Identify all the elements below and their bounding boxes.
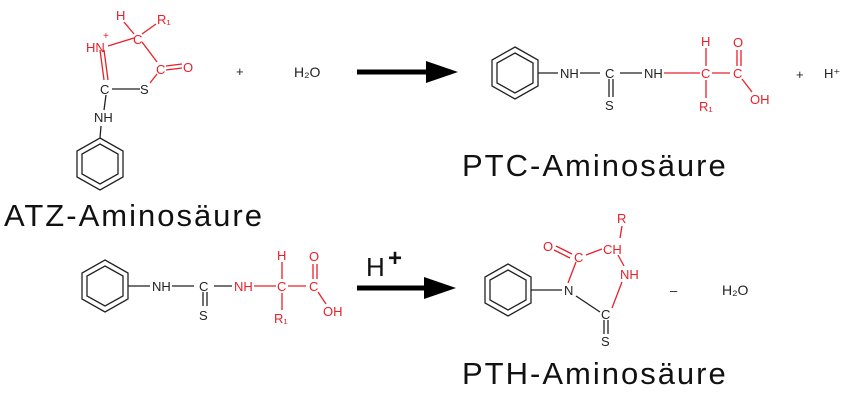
atz-h-label: H (116, 8, 125, 23)
ptc-top-cacid-label: C (733, 66, 742, 81)
reaction1-arrow-icon (357, 61, 458, 83)
atz-calpha-label: C (133, 32, 142, 47)
pth-ccarbonyl-label: C (574, 250, 583, 265)
ptc-top-oh-label: OH (750, 92, 770, 107)
reaction1-water: H₂O (294, 64, 321, 80)
ptc-bottom-nh2-label: NH (234, 279, 253, 294)
atz-bond-calpha-r1 (141, 23, 157, 35)
atz-bond-nh-ring (99, 125, 102, 139)
atz-nh-label: NH (94, 110, 113, 125)
ptc-top-nh2-label: NH (644, 66, 663, 81)
atz-bond-h-calpha (123, 21, 135, 35)
atz-s-label: S (140, 82, 149, 97)
atz-bond-c-o-2 (165, 67, 183, 71)
reaction2-catalyst: H (366, 252, 385, 282)
pth-benzene-icon (484, 263, 532, 317)
ptc-top-r1-label: R₁ (699, 99, 713, 114)
pth-bond-ch-nh (617, 254, 625, 267)
atz-r1-label: R₁ (157, 12, 171, 27)
atz-bond-n-cthio-2 (103, 49, 109, 81)
atz-bond-cthio-nh (103, 94, 107, 111)
ptc-bottom-calpha-label: C (277, 279, 286, 294)
reaction1-plus: + (236, 64, 244, 79)
pth-cthio-label: C (601, 307, 610, 322)
ptc-bottom-benzene-inner (86, 265, 124, 307)
atz-benzene-inner (81, 143, 119, 185)
pth-benzene-inner (489, 269, 527, 311)
ptc-top-bond-c-oh (741, 78, 753, 93)
pth-bond-n-ccarbonyl (567, 261, 577, 284)
reaction2-arrow-icon (357, 277, 456, 299)
pth-bond-ch-r (619, 225, 623, 239)
atz-benzene-icon (76, 137, 124, 191)
atz-bond-n-calpha (107, 37, 135, 47)
atz-hn-label: HN (86, 40, 105, 55)
atz-cthio-label: C (100, 82, 109, 97)
ptc-structure-bottom: NH C S NH H C R₁ C O OH (81, 248, 343, 326)
reaction2-minus: – (670, 283, 678, 298)
ptc-bottom-s-label: S (199, 308, 208, 323)
atz-bond-calpha-cco (141, 41, 158, 63)
atz-structure: HN + H C R₁ C O S C NH (76, 8, 193, 191)
pth-r-label: R (617, 211, 626, 226)
ptc-bottom-nh1-label: NH (152, 279, 171, 294)
ptc-bottom-o-label: O (309, 249, 319, 264)
ptc-bottom-r1-label: R₁ (274, 311, 288, 326)
ptc-top-benzene-icon (491, 46, 539, 100)
ptc-top-h-label: H (701, 34, 710, 49)
reaction2-catalyst-sup: + (388, 245, 402, 272)
pth-bond-c-o-1 (555, 245, 573, 255)
ptc-bottom-c-label: C (199, 279, 208, 294)
pth-o-label: O (543, 239, 553, 254)
pth-structure: R O C CH NH N C S (484, 211, 639, 349)
atz-o-label: O (183, 60, 193, 75)
pth-bond-cco-ch (585, 248, 603, 256)
atz-bond-cco-s (149, 73, 158, 84)
reaction1-proton: H⁺ (824, 66, 840, 81)
pth-bond-n-cthio (575, 295, 601, 313)
ptc-bottom-benzene-icon (81, 259, 129, 313)
atz-ccarbonyl-label: C (156, 62, 165, 77)
ptc-bottom-bond-c-oh (317, 291, 327, 305)
pth-n-label: N (564, 283, 573, 298)
caption-pth: PTH-Aminosäure (462, 356, 728, 391)
atz-plus-label: + (103, 31, 109, 42)
ptc-top-nh1-label: NH (560, 66, 579, 81)
atz-bond-n-cthio-1 (99, 49, 105, 81)
ptc-top-calpha-label: C (701, 66, 710, 81)
ptc-top-s-label: S (605, 98, 614, 113)
ptc-bottom-h-label: H (277, 248, 286, 263)
ptc-top-benzene-inner (496, 52, 534, 94)
pth-nh-label: NH (620, 267, 639, 282)
ptc-top-o-label: O (733, 35, 743, 50)
pth-s-label: S (601, 334, 610, 349)
reaction1-plus-2: + (796, 67, 804, 82)
caption-ptc: PTC-Aminosäure (462, 148, 728, 183)
pth-bond-c-o-2 (553, 249, 571, 259)
ptc-structure-top: NH C S NH H C R₁ C O OH (491, 34, 770, 114)
pth-bond-nh-cthio (611, 281, 623, 309)
pth-ch-label: CH (603, 242, 622, 257)
reaction2-water: H₂O (722, 282, 749, 298)
ptc-bottom-cacid-label: C (309, 279, 318, 294)
ptc-top-c-label: C (605, 66, 614, 81)
atz-bond-c-o-1 (165, 63, 183, 67)
caption-atz: ATZ-Aminosäure (4, 198, 264, 233)
ptc-bottom-oh-label: OH (323, 304, 343, 319)
